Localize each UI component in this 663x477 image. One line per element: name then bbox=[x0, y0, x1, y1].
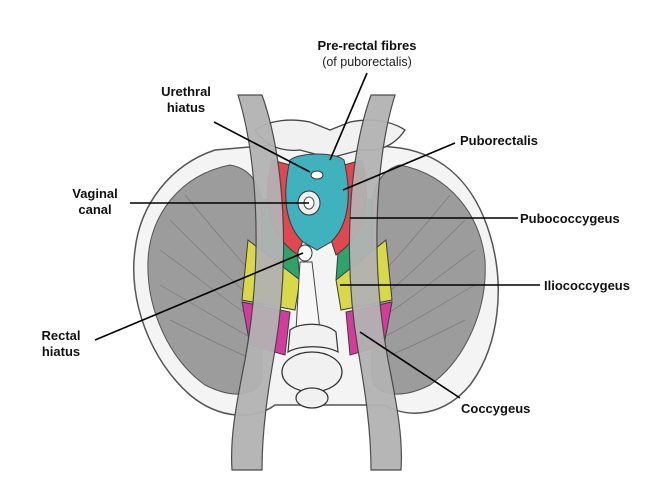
label-pre-rectal-fibres: Pre-rectal fibres bbox=[317, 38, 417, 53]
label-pre-rectal-subtitle: (of puborectalis) bbox=[322, 55, 412, 69]
label-iliococcygeus: Iliococcygeus bbox=[544, 278, 630, 293]
label-urethral-hiatus-line2: hiatus bbox=[166, 100, 206, 115]
label-pubococcygeus: Pubococcygeus bbox=[520, 211, 620, 226]
label-urethral-hiatus-line1: Urethral bbox=[161, 84, 211, 99]
label-rectal-hiatus-line1: Rectal bbox=[41, 328, 81, 343]
label-puborectalis: Puborectalis bbox=[460, 133, 539, 148]
leader-lines bbox=[94, 72, 540, 399]
sacrum-vertebra bbox=[281, 351, 343, 393]
rectal-hiatus bbox=[297, 244, 313, 262]
sacrum-vertebra-lower bbox=[295, 387, 329, 409]
label-vaginal-canal-line2: canal bbox=[78, 202, 112, 217]
label-coccygeus: Coccygeus bbox=[461, 401, 531, 416]
left-long-muscle bbox=[230, 94, 285, 471]
right-long-muscle bbox=[348, 94, 403, 471]
coccyx bbox=[287, 323, 339, 354]
urethral-hiatus bbox=[310, 170, 324, 180]
label-rectal-hiatus-line2: hiatus bbox=[41, 344, 81, 359]
label-vaginal-canal-line1: Vaginal bbox=[72, 186, 118, 201]
